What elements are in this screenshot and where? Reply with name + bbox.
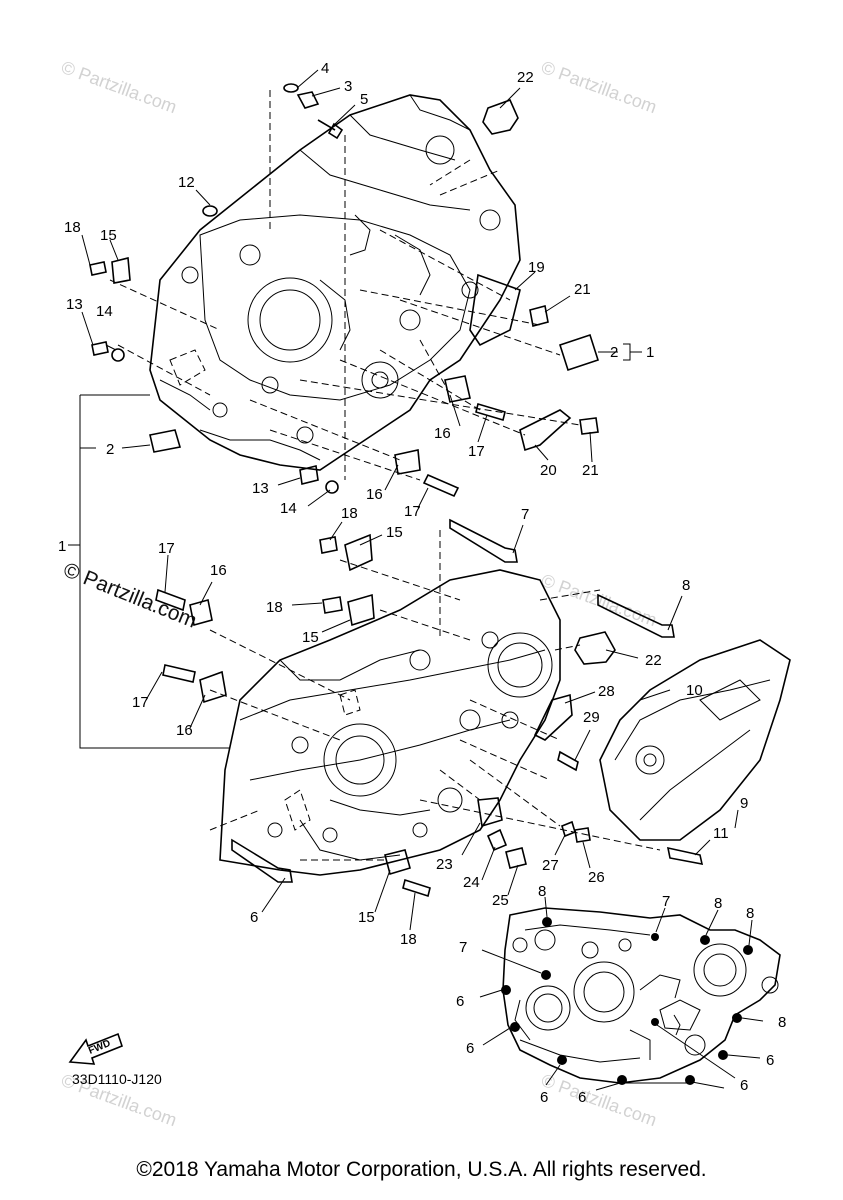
crankcase-bolt-layout	[479, 896, 781, 1091]
callout: 26	[588, 869, 605, 886]
callout: 22	[517, 69, 534, 86]
watermark: © Partzilla.com	[539, 57, 660, 117]
watermark: © Partzilla.com	[59, 57, 180, 117]
callout: 6	[578, 1089, 586, 1106]
callout: 9	[740, 795, 748, 812]
callout: 17	[468, 443, 485, 460]
leader-lines	[81, 69, 739, 931]
callout: 7	[521, 506, 529, 523]
callout: 17	[132, 694, 149, 711]
callout: 20	[540, 462, 557, 479]
callout: 15	[386, 524, 403, 541]
small-parts-upper	[89, 83, 600, 572]
callout: 6	[540, 1089, 548, 1106]
callout: 6	[456, 993, 464, 1010]
callout: 8	[538, 883, 546, 900]
callout: 16	[176, 722, 193, 739]
callout: 15	[358, 909, 375, 926]
callout: 19	[528, 259, 545, 276]
callout: 7	[662, 893, 670, 910]
callout: 6	[466, 1040, 474, 1057]
callout: 12	[178, 174, 195, 191]
callout: 16	[366, 486, 383, 503]
callout: 8	[746, 905, 754, 922]
callout: 8	[714, 895, 722, 912]
watermark: © Partzilla.com	[539, 570, 660, 630]
callout: 21	[574, 281, 591, 298]
callout: 18	[341, 505, 358, 522]
watermark-large: © Partzilla.com	[60, 558, 200, 632]
callout: 18	[64, 219, 81, 236]
callout: 6	[766, 1052, 774, 1069]
callout: 2	[610, 344, 618, 361]
callout: 23	[436, 856, 453, 873]
callout: 6	[250, 909, 258, 926]
callout: 10	[686, 682, 703, 699]
callout: 25	[492, 892, 509, 909]
callout: 4	[321, 60, 329, 77]
ref-brackets	[68, 343, 642, 749]
callout: 1	[646, 344, 654, 361]
callout: 3	[344, 78, 352, 95]
callout: 14	[280, 500, 297, 517]
bolt-markers	[501, 917, 753, 1085]
watermark: © Partzilla.com	[539, 1070, 660, 1130]
callout: 22	[645, 652, 662, 669]
callout: 29	[583, 709, 600, 726]
callout: 8	[682, 577, 690, 594]
callout: 13	[252, 480, 269, 497]
diagram-code: 33D1110-J120	[72, 1071, 162, 1087]
callout: 15	[302, 629, 319, 646]
callout: 16	[210, 562, 227, 579]
callout: 15	[100, 227, 117, 244]
callout: 21	[582, 462, 599, 479]
callout: 13	[66, 296, 83, 313]
watermarks: © Partzilla.com © Partzilla.com © Partzi…	[59, 57, 660, 1130]
callout: 17	[158, 540, 175, 557]
callout: 11	[713, 825, 729, 842]
callout: 1	[58, 538, 66, 555]
callout: 6	[740, 1077, 748, 1094]
copyright-notice: ©2018 Yamaha Motor Corporation, U.S.A. A…	[136, 1158, 707, 1181]
fwd-arrow-icon: FWD	[68, 1032, 123, 1065]
callout-labels: 4 3 5 22 12 18 15 13 14 19 21 2 1 16 17 …	[58, 60, 786, 1106]
callout: 24	[463, 874, 480, 891]
callout: 5	[360, 91, 368, 108]
sprocket-cover	[599, 639, 791, 841]
callout: 14	[96, 303, 113, 320]
callout: 7	[459, 939, 467, 956]
callout: 8	[778, 1014, 786, 1031]
small-parts-lower	[155, 588, 704, 898]
callout: 17	[404, 503, 421, 520]
callout: 18	[400, 931, 417, 948]
callout: 2	[106, 441, 114, 458]
callout: 16	[434, 425, 451, 442]
upper-crankcase	[149, 94, 521, 471]
callout: 28	[598, 683, 615, 700]
callout: 18	[266, 599, 283, 616]
assembly-lines	[109, 90, 661, 861]
callout: 27	[542, 857, 559, 874]
fwd-label: FWD	[87, 1038, 112, 1057]
